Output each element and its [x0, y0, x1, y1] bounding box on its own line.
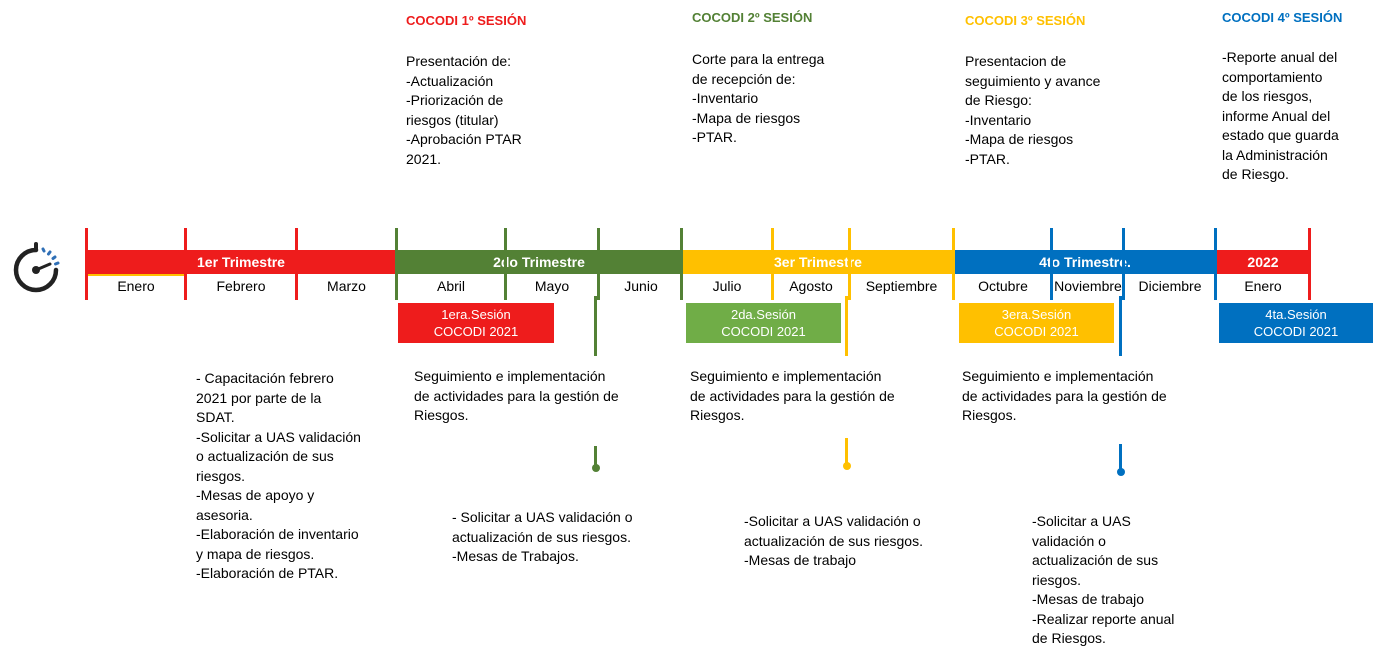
month-abril: Abril [436, 278, 465, 294]
pin-line-yellow [845, 438, 848, 464]
session-4-text: -Reporte anual del comportamiento de los… [1222, 49, 1339, 182]
connector-line-green [594, 296, 597, 356]
quarter-band-q3: 3er Trimestre [682, 250, 954, 274]
month-enero-2022: Enero [1244, 278, 1282, 294]
session-1-title: COCODI 1º SESIÓN [406, 13, 527, 28]
session-box-3-line1: 3era.Sesión [1001, 307, 1072, 322]
tick [952, 228, 955, 300]
tick [1122, 228, 1125, 300]
tick [597, 228, 600, 300]
tick [85, 228, 88, 300]
session-box-4-line1: 4ta.Sesión [1265, 307, 1327, 322]
month-septiembre: Septiembre [865, 278, 938, 294]
month-mayo: Mayo [534, 278, 570, 294]
lower-activities-q4: -Solicitar a UAS validación o actualizac… [1032, 513, 1175, 646]
follow-up-q4: Seguimiento e implementación de activida… [962, 368, 1167, 423]
tick [848, 228, 851, 300]
session-box-4: 4ta.Sesión COCODI 2021 [1219, 303, 1373, 343]
month-octubre: Octubre [978, 278, 1028, 294]
pin-line-green [594, 446, 597, 466]
pin-dot-blue [1116, 468, 1125, 476]
session-box-4-line2: COCODI 2021 [1253, 324, 1339, 339]
connector-line-blue [1119, 296, 1122, 356]
q1-activities: - Capacitación febrero 2021 por parte de… [196, 370, 361, 581]
session-box-2: 2da.Sesión COCODI 2021 [686, 303, 841, 343]
quarter-band-2022: 2022 [1216, 250, 1310, 274]
quarter-band-q1: 1er Trimestre [86, 250, 396, 274]
enero-underline [88, 274, 184, 276]
tick [771, 228, 774, 300]
tick [504, 228, 507, 300]
lower-activities-q2: - Solicitar a UAS validación o actualiza… [452, 509, 633, 564]
month-diciembre: Diciembre [1138, 278, 1202, 294]
connector-line-yellow [845, 296, 848, 356]
session-2-text: Corte para la entrega de recepción de: -… [692, 51, 825, 145]
session-3-title: COCODI 3º SESIÓN [965, 13, 1086, 28]
stopwatch-icon [6, 238, 66, 298]
follow-up-q2: Seguimiento e implementación de activida… [414, 368, 619, 423]
month-noviembre: Noviembre [1054, 278, 1122, 294]
session-box-1-line1: 1era.Sesión [441, 307, 511, 322]
session-3-text: Presentacion de seguimiento y avance de … [965, 53, 1101, 167]
lower-activities-q3: -Solicitar a UAS validación o actualizac… [744, 513, 923, 568]
pin-dot-green [591, 464, 600, 472]
month-julio: Julio [712, 278, 742, 294]
session-box-2-line1: 2da.Sesión [730, 307, 797, 322]
session-box-1-line2: COCODI 2021 [433, 324, 519, 339]
session-1-text: Presentación de: -Actualización -Prioriz… [406, 53, 522, 167]
tick [184, 228, 187, 300]
tick [395, 228, 398, 300]
session-4-title: COCODI 4º SESIÓN [1222, 10, 1343, 25]
quarter-band-q4: 4to Trimestre. [954, 250, 1216, 274]
session-box-1: 1era.Sesión COCODI 2021 [398, 303, 554, 343]
session-box-3-line2: COCODI 2021 [994, 324, 1079, 339]
month-agosto: Agosto [789, 278, 833, 294]
tick [1050, 228, 1053, 300]
session-box-3: 3era.Sesión COCODI 2021 [959, 303, 1114, 343]
tick [295, 228, 298, 300]
quarter-band-q2: 2do Trimestre [396, 250, 682, 274]
session-2-title: COCODI 2º SESIÓN [692, 10, 813, 25]
tick [680, 228, 683, 300]
pin-dot-yellow [842, 462, 851, 470]
month-marzo: Marzo [327, 278, 366, 294]
month-enero: Enero [117, 278, 155, 294]
month-febrero: Febrero [216, 278, 266, 294]
follow-up-q3: Seguimiento e implementación de activida… [690, 368, 895, 423]
month-junio: Junio [624, 278, 658, 294]
session-box-2-line2: COCODI 2021 [721, 324, 806, 339]
tick [1308, 228, 1311, 300]
pin-line-blue [1119, 444, 1122, 470]
tick [1214, 228, 1217, 300]
